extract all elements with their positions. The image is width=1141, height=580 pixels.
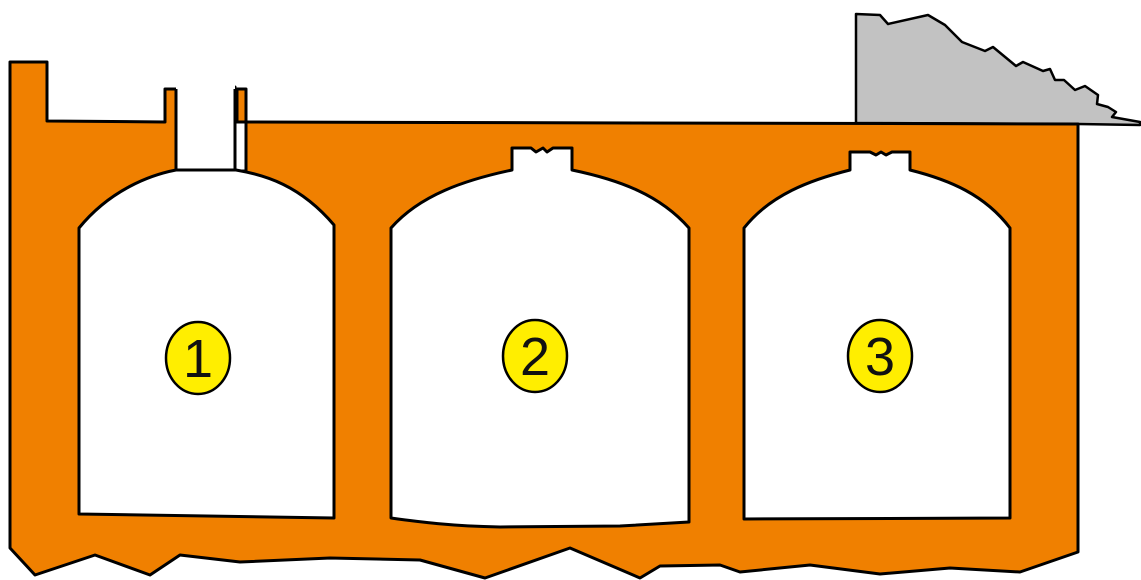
chamber-2-number: 2 [520,327,550,387]
rubble-heap [856,14,1140,125]
chamber-1-badge: 1 [166,322,230,394]
chamber-3-badge: 3 [848,320,912,392]
chamber-1-number: 1 [183,329,213,389]
chamber-3-number: 3 [865,327,895,387]
access-shaft [176,80,235,180]
chamber-2-badge: 2 [503,320,567,392]
